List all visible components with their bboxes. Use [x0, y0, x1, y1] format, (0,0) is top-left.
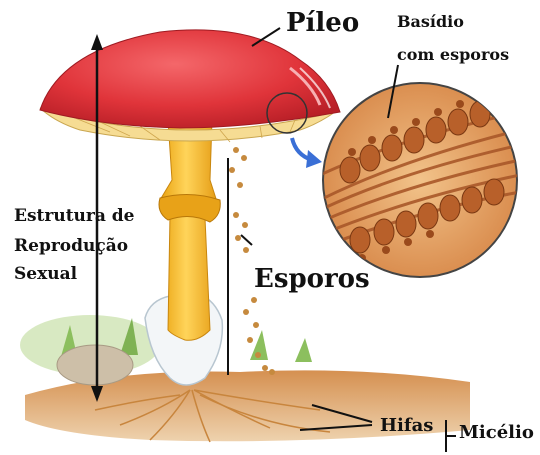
label-micelio: Micélio — [459, 424, 534, 442]
label-com-esporos: com esporos — [397, 47, 509, 63]
label-pileo: Píleo — [286, 10, 359, 36]
label-hifas: Hifas — [380, 417, 433, 435]
stem — [160, 120, 218, 340]
label-sexual: Sexual — [14, 266, 77, 283]
label-basidio: Basídio — [397, 14, 464, 30]
cap — [40, 30, 340, 128]
zoom-detail — [320, 83, 520, 277]
rock — [57, 345, 133, 385]
label-estrutura: Estrutura de — [14, 208, 135, 225]
label-esporos: Esporos — [254, 266, 370, 292]
label-reproducao: Reprodução — [14, 238, 128, 255]
spores — [229, 147, 275, 375]
